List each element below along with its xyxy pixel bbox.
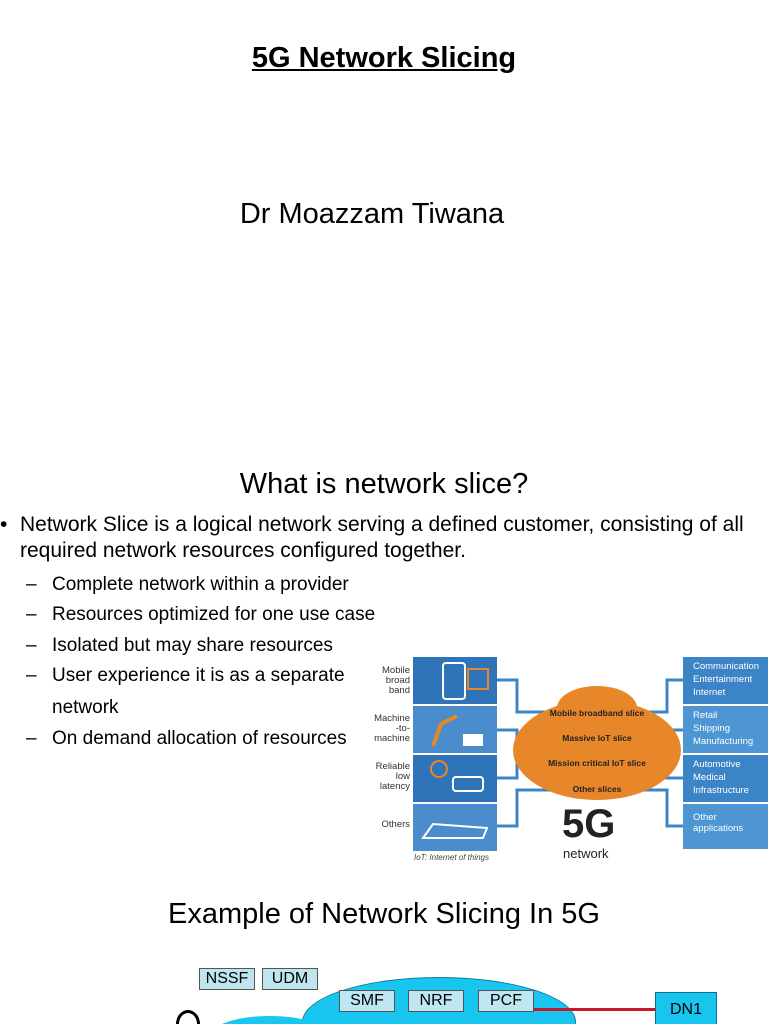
nssf-box: NSSF: [199, 968, 255, 990]
train-panel: [413, 804, 497, 851]
group-retail: Retail Shipping Manufacturing: [683, 706, 768, 753]
slide-title: 5G Network Slicing: [251, 42, 517, 74]
dn1-box: DN1: [655, 992, 717, 1024]
author-name: Dr Moazzam Tiwana: [239, 198, 505, 230]
slice-mission-critical: Mission critical IoT slice: [548, 758, 646, 768]
network-label: network: [563, 846, 609, 861]
5g-logo-text: 5G: [562, 802, 616, 846]
train-icon: [421, 822, 489, 839]
robot-arm-icon: [431, 714, 483, 747]
car-panel: [413, 755, 497, 802]
smf-box: SMF: [339, 990, 395, 1012]
connector-lines: [497, 678, 685, 828]
car-icon: [430, 760, 484, 792]
slice-other: Other slices: [572, 784, 622, 794]
label-mobile-broadband: Mobile broad band: [382, 665, 410, 696]
example-title: Example of Network Slicing In 5G: [168, 898, 600, 930]
pcf-box: PCF: [478, 990, 534, 1012]
data-path-line: [534, 1008, 656, 1011]
group-communication: Communication Entertainment Internet: [683, 657, 768, 704]
label-machine-to-machine: Machine -to- machine: [374, 713, 410, 744]
label-low-latency: Reliable low latency: [375, 761, 410, 792]
bullet-marker: •: [0, 513, 8, 536]
section-title: What is network slice?: [239, 468, 529, 500]
network-slice-infographic: Mobile broad band Machine -to- machine R…: [372, 652, 768, 867]
slice-massive-iot: Massive IoT slice: [562, 733, 632, 743]
group-automotive: Automotive Medical Infrastructure: [683, 755, 768, 802]
smartphone-icon: [442, 662, 489, 700]
nrf-box: NRF: [408, 990, 464, 1012]
slice-mobile-broadband: Mobile broadband slice: [549, 708, 645, 718]
bullet-text: Network Slice is a logical network servi…: [20, 513, 744, 562]
access-cloud: [210, 1016, 330, 1024]
group-other: Other applications: [683, 804, 768, 849]
mobile-icon-panel: [413, 657, 497, 704]
user-equipment-icon: [176, 1010, 200, 1024]
label-others: Others: [381, 819, 410, 830]
udm-box: UDM: [262, 968, 318, 990]
iot-footnote: IoT: Internet of things: [414, 853, 490, 862]
robot-arm-panel: [413, 706, 497, 753]
